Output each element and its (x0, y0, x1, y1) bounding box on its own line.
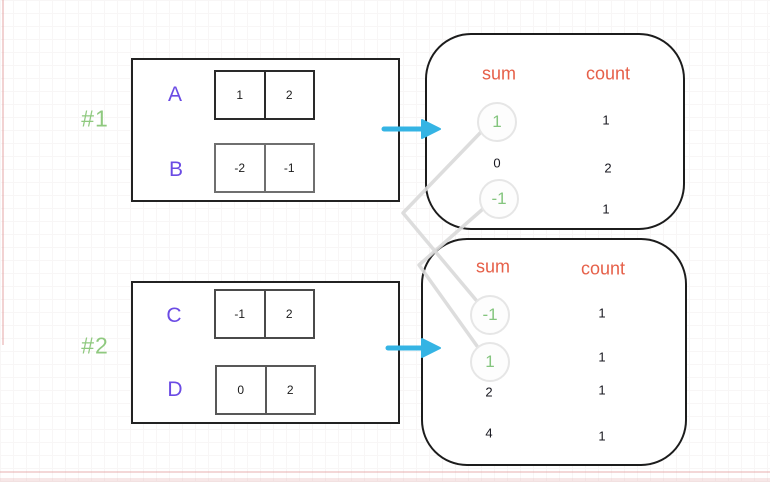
array-d-label[interactable]: D (167, 378, 183, 401)
table2-row4-count: 1 (598, 428, 606, 444)
group-1-label[interactable]: #1 (81, 105, 109, 132)
table1-sum-header: sum (481, 63, 517, 84)
group-2-label[interactable]: #2 (81, 332, 109, 359)
canvas-page-edge-vertical (2, 0, 4, 345)
table2-row3-count: 1 (598, 382, 606, 398)
table1-row2-count: 2 (604, 160, 612, 176)
table1-row3-count: 1 (602, 201, 610, 217)
array-a-cell-0: 1 (236, 88, 244, 102)
highlight-circle-sum-neg1[interactable]: -1 (479, 179, 519, 219)
table2-sum-header: sum (475, 256, 511, 277)
highlight-circle-sum-neg1-b[interactable]: -1 (470, 295, 510, 335)
result-table-2[interactable]: sum count -1 1 1 1 2 1 4 1 (421, 238, 687, 466)
result-table-1[interactable]: sum count 1 1 0 2 -1 1 (425, 33, 685, 230)
array-b-cell-0: -2 (234, 161, 246, 175)
canvas-page-edge-horizontal-2 (0, 478, 770, 482)
array-d-cells[interactable]: 0 2 (215, 365, 316, 415)
array-c-cell-0: -1 (234, 307, 246, 321)
array-d-cell-0: 0 (237, 383, 245, 397)
table1-row1-sum: 1 (492, 112, 502, 131)
array-d-cell-1: 2 (264, 367, 315, 413)
table2-row2-sum: 1 (485, 352, 495, 371)
table2-row2-count: 1 (598, 349, 606, 365)
array-b-cells[interactable]: -2 -1 (214, 143, 315, 193)
array-a-label[interactable]: A (167, 83, 183, 106)
highlight-circle-sum-1-b[interactable]: 1 (470, 342, 510, 382)
table2-count-header: count (580, 258, 626, 279)
table1-count-header: count (585, 63, 631, 84)
array-b-label[interactable]: B (168, 158, 184, 181)
table2-row1-sum: -1 (482, 305, 498, 324)
canvas-page-edge-horizontal (0, 471, 770, 473)
group-2-box[interactable]: C -1 2 D 0 2 (131, 281, 400, 424)
table1-row3-sum: -1 (491, 189, 507, 208)
array-c-label[interactable]: C (166, 304, 182, 327)
array-c-cell-1: 2 (263, 291, 314, 337)
array-c-cells[interactable]: -1 2 (214, 289, 315, 339)
table1-row2-sum: 0 (493, 155, 501, 171)
group-1-box[interactable]: A 1 2 B -2 -1 (131, 58, 400, 202)
array-b-cell-1: -1 (263, 145, 314, 191)
table2-row3-sum: 2 (485, 384, 493, 400)
array-a-cell-1: 2 (263, 72, 314, 118)
table1-row1-count: 1 (602, 112, 610, 128)
array-a-cells[interactable]: 1 2 (214, 70, 315, 120)
table2-row1-count: 1 (598, 305, 606, 321)
highlight-circle-sum-1[interactable]: 1 (477, 102, 517, 142)
table2-row4-sum: 4 (485, 425, 493, 441)
